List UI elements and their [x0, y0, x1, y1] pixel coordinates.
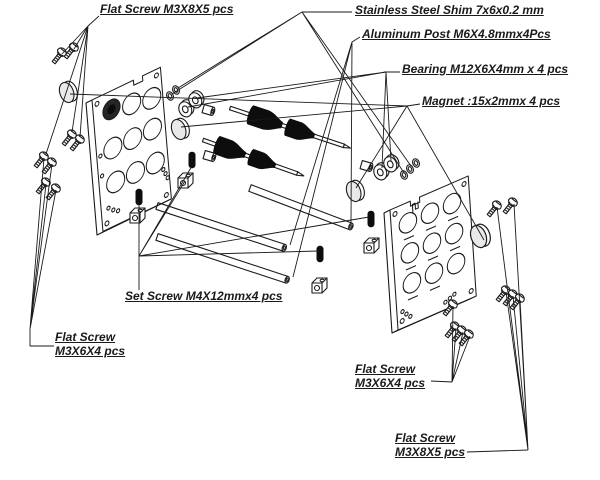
set-screw: [367, 210, 375, 228]
label-aluminum-post: Aluminum Post M6X4.8mmx4Pcs: [362, 27, 551, 41]
magnet-disc: [168, 115, 193, 143]
flat-screw: [484, 198, 504, 220]
label-bearing: Bearing M12X6X4mm x 4 pcs: [402, 62, 569, 76]
flat-screw: [500, 195, 520, 217]
leader-flat-screw-top: [45, 15, 100, 155]
label-magnet: Magnet :15x2mmx 4 pcs: [422, 94, 561, 108]
aluminum-post-tube: [155, 233, 290, 284]
label-flat-screw-top: Flat Screw M3X8X5 pcs: [100, 2, 234, 16]
leader-stainless-shim: [171, 11, 412, 174]
label-flat-screw-bottom-left: Flat Screw M3X6X4 pcs: [55, 330, 126, 358]
set-screw: [135, 188, 143, 206]
aluminum-post-tube: [155, 202, 288, 252]
set-screw: [188, 151, 196, 169]
label-stainless-shim: Stainless Steel Shim 7x6x0.2 mm: [355, 3, 544, 17]
leader-magnet: [69, 93, 485, 241]
nut-block: [363, 237, 380, 254]
roller-shaft-assembly: [201, 136, 305, 177]
magnet-disc: [343, 177, 368, 205]
nut-block: [311, 277, 328, 294]
aluminum-post: [201, 104, 217, 117]
set-screw: [316, 245, 324, 263]
roller-shaft-assembly: [228, 105, 352, 149]
nut-block: [129, 207, 146, 224]
label-flat-screw-mid-right: Flat Screw M3X6X4 pcs: [355, 362, 426, 390]
leader-flat-screw-bottom-right: [466, 203, 529, 453]
leader-flat-screw-bottom-left: [29, 157, 57, 347]
leader-bearing: [187, 71, 400, 169]
leader-aluminum-post: [289, 36, 361, 278]
rear-plate: [383, 175, 477, 334]
leader-flat-screw-mid-right: [430, 305, 471, 383]
leader-set-screw: [138, 165, 370, 290]
label-flat-screw-bottom-right: Flat Screw M3X8X5 pcs: [395, 431, 466, 459]
front-plate: [85, 66, 172, 236]
label-set-screw: Set Screw M4X12mmx4 pcs: [125, 289, 283, 303]
